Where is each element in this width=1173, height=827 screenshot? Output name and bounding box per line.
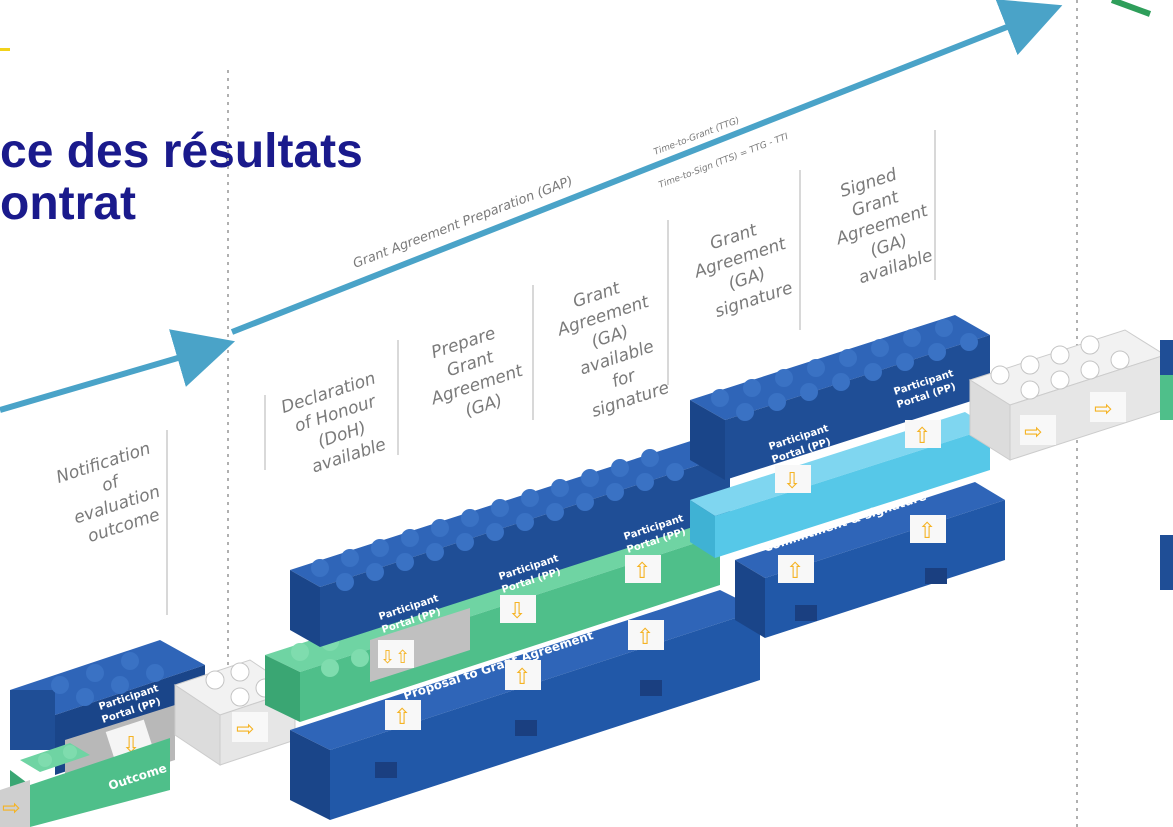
- stage-label-signed-ga: Signed Grant Agreement (GA) available: [833, 165, 935, 289]
- stage-label-prepare-ga: Prepare Grant Agreement (GA): [428, 323, 527, 421]
- svg-text:of: of: [99, 471, 124, 496]
- timeline-arrow-left: [0, 329, 236, 413]
- arrow-right-icon: ⇨: [1094, 397, 1112, 422]
- arrow-up-icon: ⇧: [633, 559, 651, 584]
- arrow-up-icon: ⇧: [786, 559, 804, 584]
- arrow-up-icon: ⇧: [393, 705, 411, 730]
- arrow-right-icon: ⇨: [1024, 420, 1042, 445]
- stage-dividers: [166, 130, 936, 615]
- stage-label-doh: Declaration of Honour (DoH) available: [279, 369, 389, 478]
- arrow-up-icon: ⇧: [913, 424, 931, 449]
- arrow-right-icon: ⇨: [2, 796, 20, 821]
- brick-stack-left: Participant Portal (PP) ⇩ Outcome ⇨: [0, 640, 205, 827]
- arrow-up-icon: ⇧: [513, 665, 531, 690]
- timeline-arrow-right: [1110, 0, 1152, 17]
- arrow-right-icon: ⇨: [236, 717, 254, 742]
- arrow-up-icon: ⇧: [636, 625, 654, 650]
- stage-label-ga-signature: Grant Agreement (GA) signature: [691, 220, 795, 322]
- page-title-line-1: ce des résultats: [0, 125, 363, 178]
- stage-label-ga-available: Grant Agreement (GA) available for signa…: [554, 278, 672, 422]
- connector-brick-2: ⇨ ⇨: [968, 329, 1167, 461]
- gap-label: Grant Agreement Preparation (GAP): [351, 174, 575, 272]
- page-title-line-2: ontrat: [0, 177, 136, 230]
- brick-stack-right: Commitment & signature Participant Porta…: [690, 315, 1005, 638]
- accent-mark: [0, 48, 10, 51]
- stage-label-notification: Notification of evaluation outcome: [54, 439, 163, 547]
- brick-stack-center: Proposal to Grant Agreement Participant …: [265, 438, 760, 820]
- brick-stack-far-right: [1160, 340, 1173, 590]
- arrow-swap-icon: ⇩⇧: [380, 647, 410, 668]
- arrow-up-icon: ⇧: [918, 519, 936, 544]
- arrow-down-icon: ⇩: [508, 599, 526, 624]
- timeline-arrow-main: [230, 0, 1063, 335]
- arrow-down-icon: ⇩: [783, 469, 801, 494]
